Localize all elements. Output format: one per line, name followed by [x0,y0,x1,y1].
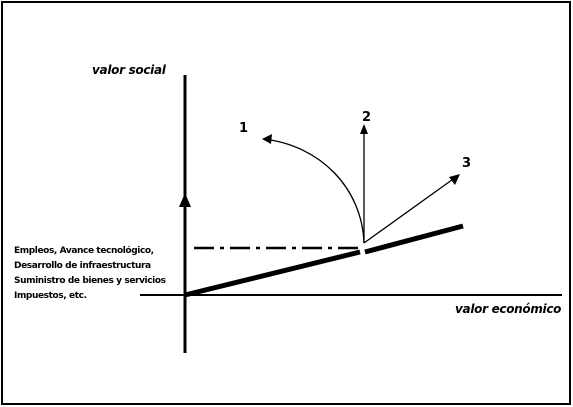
path-1-arrow-icon [262,134,272,144]
path-2-arrow-icon [360,124,368,134]
path-1-curve [262,138,365,244]
side-label-line-1: Empleos, Avance tecnológico, [14,245,154,256]
side-label-line-3: Suministro de bienes y servicios [14,276,166,286]
x-axis-label: valor económico [455,302,561,316]
path-1-label: 1 [239,121,248,136]
side-label-line-2: Desarrollo de infraestructura [14,261,151,271]
side-label-line-4: Impuestos, etc. [14,291,87,301]
path-2-label: 2 [362,110,371,125]
path-3-line [363,176,457,244]
path-3-arrow-icon [449,174,460,185]
y-axis-label: valor social [92,63,167,77]
growth-line-continued [364,223,464,255]
path-3-label: 3 [462,156,471,171]
growth-line [184,249,361,298]
y-axis-arrow-icon [179,193,191,207]
